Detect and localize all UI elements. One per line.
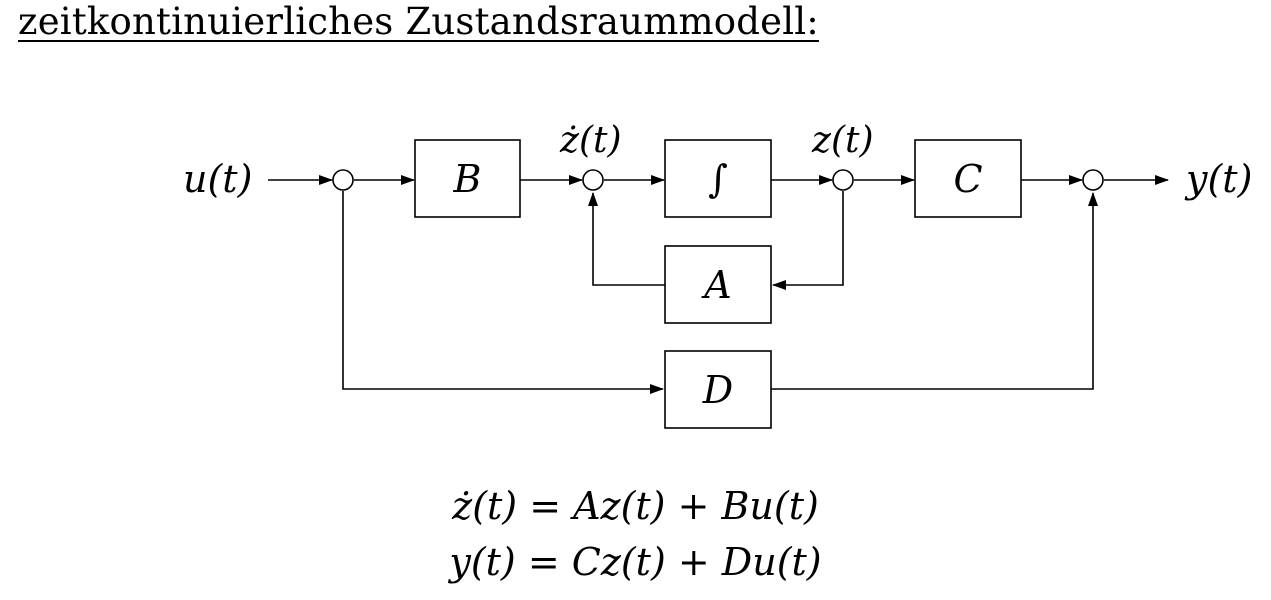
integral-symbol: ∫ bbox=[708, 157, 728, 201]
output-equation: y(t) = Cz(t) + Du(t) bbox=[449, 540, 822, 584]
junction-z bbox=[832, 169, 854, 191]
input-label: u(t) bbox=[183, 157, 252, 201]
block-B: B bbox=[414, 139, 521, 218]
page-title: zeitkontinuierliches Zustandsraummodell: bbox=[18, 0, 819, 43]
block-B-label: B bbox=[453, 157, 482, 201]
wire-feedback-to-A bbox=[772, 191, 844, 290]
zdot-label: ż(t) bbox=[559, 120, 622, 161]
wire-D-to-sum4 bbox=[771, 192, 1098, 390]
wire-A-to-sum2 bbox=[588, 192, 665, 286]
output-label: y(t) bbox=[1184, 157, 1252, 201]
block-A: A bbox=[664, 245, 772, 324]
block-D: D bbox=[664, 350, 772, 429]
block-A-label: A bbox=[701, 263, 731, 307]
block-integrator: ∫ bbox=[664, 139, 772, 218]
summing-junction-zdot bbox=[582, 169, 604, 191]
junction-input bbox=[332, 169, 354, 191]
block-C: C bbox=[914, 139, 1022, 218]
state-equation: ż(t) = Az(t) + Bu(t) bbox=[452, 484, 819, 528]
wire-input-to-D bbox=[342, 191, 664, 394]
block-diagram: u(t) y(t) ż(t) z(t) B ∫ C A D bbox=[183, 120, 1252, 429]
block-D-label: D bbox=[702, 368, 733, 412]
summing-junction-output bbox=[1082, 169, 1104, 191]
z-label: z(t) bbox=[811, 120, 874, 161]
block-C-label: C bbox=[953, 157, 982, 201]
